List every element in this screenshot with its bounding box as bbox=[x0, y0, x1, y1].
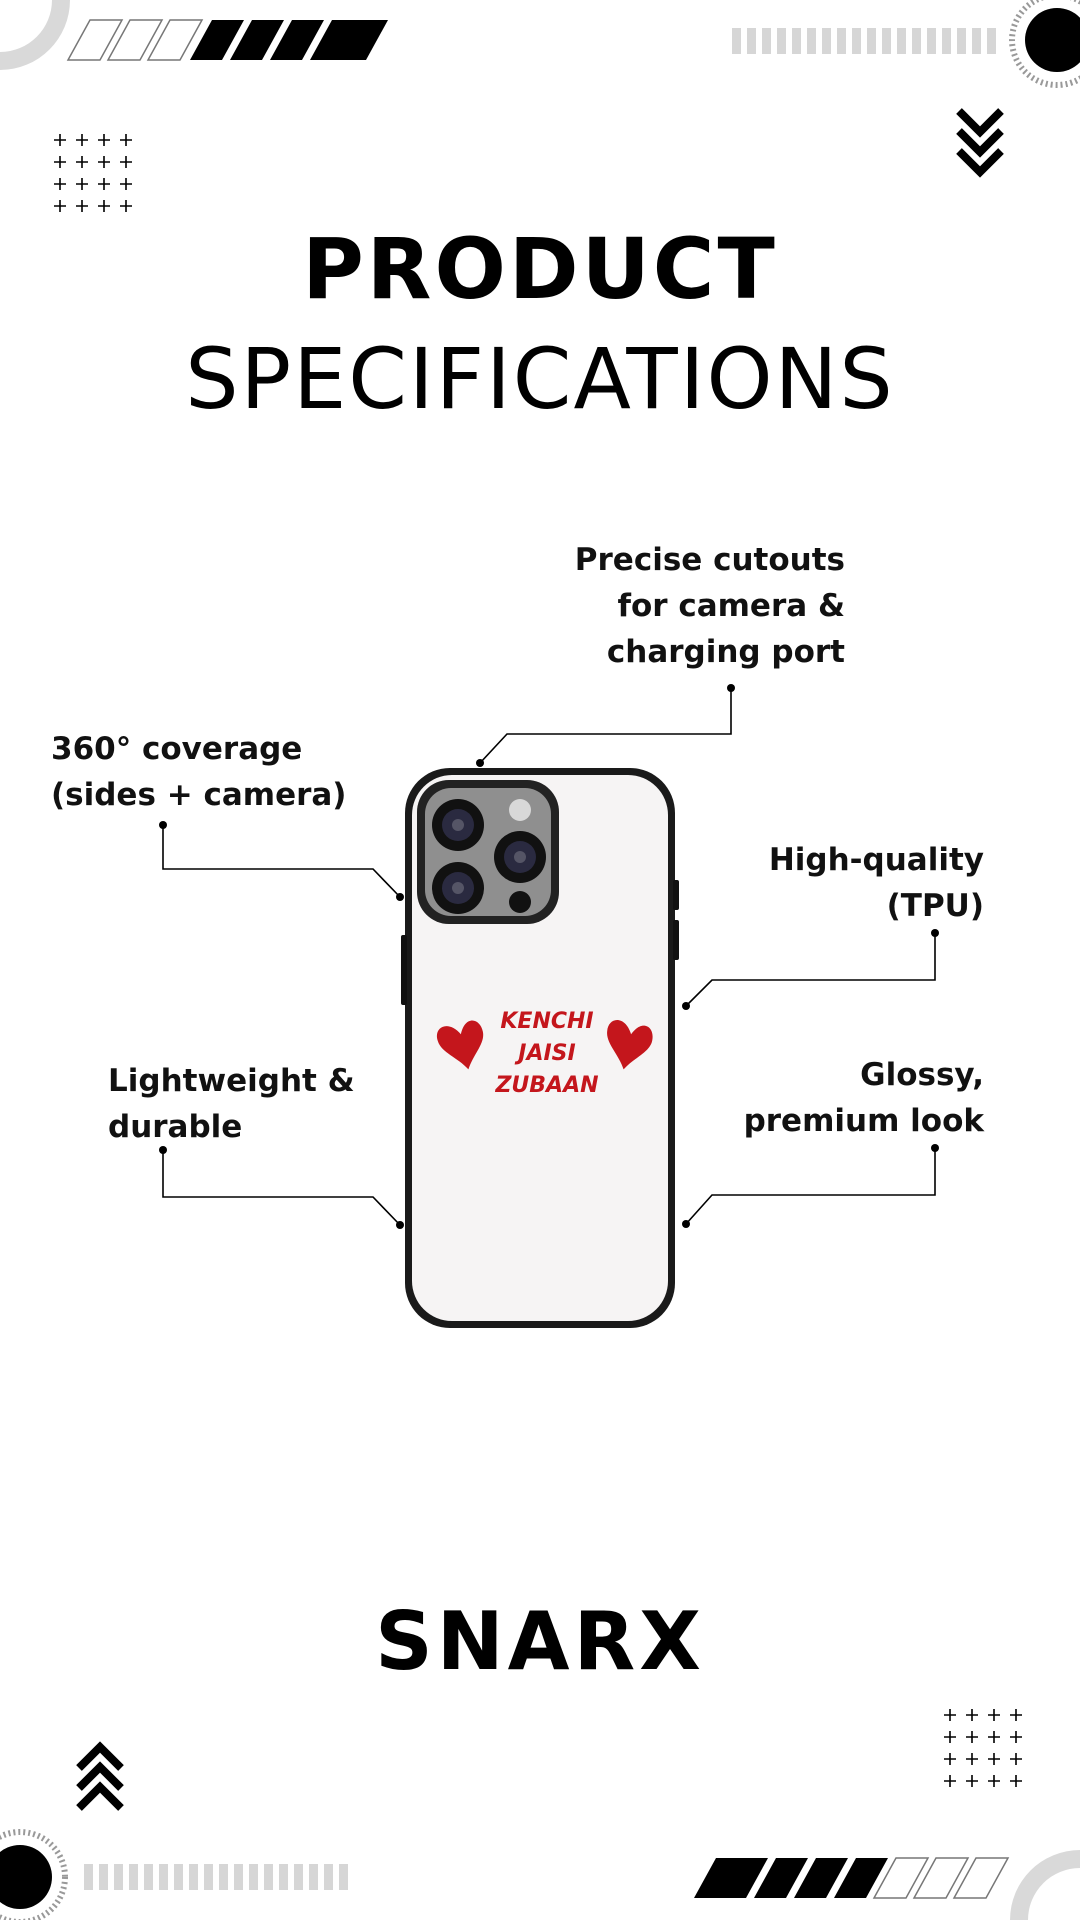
top-right-decoration bbox=[732, 0, 1080, 88]
circle-ring-icon bbox=[0, 1829, 68, 1920]
camera-module-icon bbox=[417, 780, 559, 924]
case-text-line3: ZUBAAN bbox=[494, 1073, 598, 1098]
feature-coverage: 360° coverage (sides + camera) bbox=[51, 731, 347, 813]
feature-finish: Glossy, premium look bbox=[743, 1057, 984, 1139]
feature-material: High-quality (TPU) bbox=[768, 842, 984, 924]
plus-grid-icon bbox=[944, 1709, 1022, 1787]
page-title-line2: SPECIFICATIONS bbox=[185, 330, 895, 428]
chevron-down-icon bbox=[956, 108, 1004, 178]
case-text-line2: JAISI bbox=[514, 1041, 575, 1066]
phone-case-image: KENCHI JAISI ZUBAAN bbox=[401, 768, 679, 1328]
case-text-line1: KENCHI bbox=[500, 1009, 593, 1034]
feature-cutouts: Precise cutouts for camera & charging po… bbox=[574, 542, 845, 670]
circle-ring-icon bbox=[1009, 0, 1080, 88]
brand-logo-text: SNARX bbox=[375, 1595, 705, 1688]
heart-icon bbox=[436, 1020, 484, 1070]
hatched-stripes-icon bbox=[872, 1857, 1010, 1899]
page-title-line1: PRODUCT bbox=[302, 220, 778, 318]
chevron-up-icon bbox=[76, 1741, 124, 1811]
bottom-right-decoration bbox=[694, 1850, 1080, 1920]
bottom-left-decoration bbox=[0, 1829, 348, 1920]
plus-grid-icon bbox=[54, 134, 132, 212]
heart-icon bbox=[607, 1020, 653, 1070]
top-left-decoration bbox=[0, 0, 388, 70]
feature-weight: Lightweight & durable bbox=[108, 1063, 355, 1145]
hatched-stripes-icon bbox=[66, 19, 204, 61]
